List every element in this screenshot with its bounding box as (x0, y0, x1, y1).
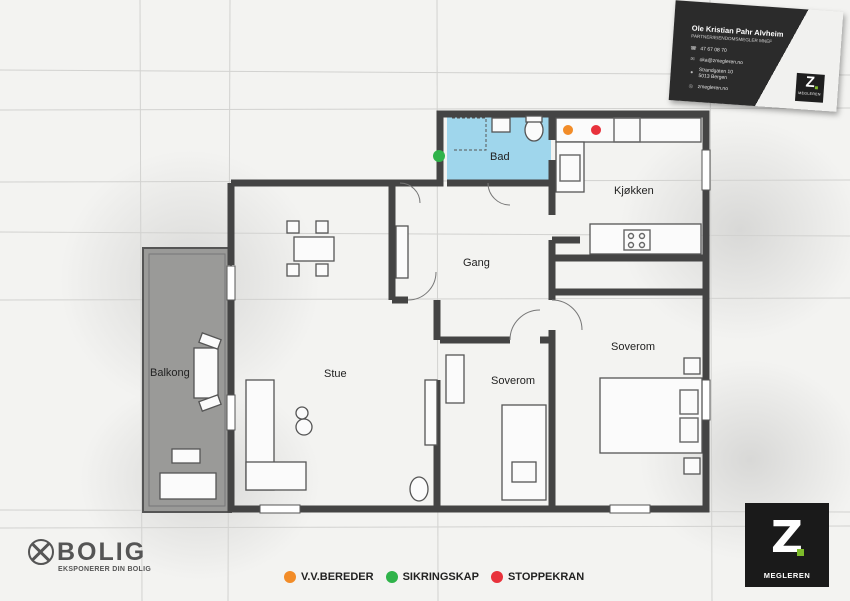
sikringskap-marker (433, 150, 445, 162)
green-dot-icon (385, 571, 398, 583)
small-bedroom: Soverom (409, 354, 547, 502)
zmegleren-logo-label: MEGLEREN (763, 571, 811, 580)
large-bedroom: Soverom (599, 341, 703, 475)
web-icon: ◎ (688, 83, 694, 90)
living-room: Stue (245, 220, 438, 491)
bolig-logo-tagline: EKSPONERER DIN BOLIG (58, 566, 152, 573)
bolig-logo-word: BOLIG (57, 538, 147, 566)
room-label-soverom-small: Soverom (491, 375, 535, 387)
location-icon: ● (689, 69, 694, 76)
card-email-row: ✉ oka@zmegleren.no (690, 56, 744, 67)
card-address-row: ● Strandgaten 10 5013 Bergen (689, 67, 734, 82)
room-label-bad: Bad (490, 151, 510, 163)
room-label-kjokken: Kjøkken (614, 185, 654, 197)
room-label-soverom-large: Soverom (611, 341, 655, 353)
zmegleren-logo-dot (797, 549, 804, 556)
phone-icon: ☎ (690, 45, 697, 52)
desk (445, 354, 465, 404)
balcony: Balkong (142, 247, 232, 513)
bathroom-fixtures: Bad (452, 115, 544, 163)
balcony-bench (159, 472, 217, 500)
toilet-small (409, 476, 429, 502)
red-dot-icon (490, 571, 503, 583)
cabinet (395, 225, 409, 279)
legend: V.V.BEREDER SIKRINGSKAP STOPPEKRAN (284, 571, 584, 583)
room-label-balkong: Balkong (150, 367, 190, 379)
zmegleren-logo-letter: Z (771, 512, 803, 563)
room-label-stue: Stue (324, 368, 347, 380)
legend-item-sikringskap: SIKRINGSKAP (385, 571, 479, 583)
legend-item-vv-bereder: V.V.BEREDER (284, 571, 374, 583)
stoppekran-marker (591, 125, 601, 135)
card-logo-dot (814, 86, 819, 90)
orange-dot-icon (284, 571, 296, 583)
card-logo: Z MEGLEREN (794, 72, 825, 103)
dining-table (293, 236, 335, 262)
card-website-row: ◎ zmegleren.no (688, 83, 729, 93)
legend-item-stoppekran: STOPPEKRAN (490, 571, 584, 583)
door-swings (399, 182, 583, 341)
vv-bereder-marker (563, 125, 573, 135)
business-card: Ole Kristian Pahr Alvheim PARTNER/EIENDO… (668, 0, 844, 112)
single-bed (501, 404, 547, 501)
windows (226, 149, 711, 514)
email-icon: ✉ (690, 56, 695, 63)
kitchen: Kjøkken (555, 117, 702, 255)
walls (227, 110, 710, 513)
balcony-table (193, 347, 219, 399)
bolig-logo: BOLIG EKSPONERER DIN BOLIG (28, 537, 178, 577)
balcony-chair (171, 448, 201, 464)
coffee-table (295, 418, 313, 436)
card-phone-row: ☎ 47 67 08 70 (690, 45, 727, 54)
bolig-logo-icon (28, 539, 54, 565)
zmegleren-logo: Z MEGLEREN (745, 503, 829, 587)
room-label-gang: Gang (463, 257, 490, 269)
